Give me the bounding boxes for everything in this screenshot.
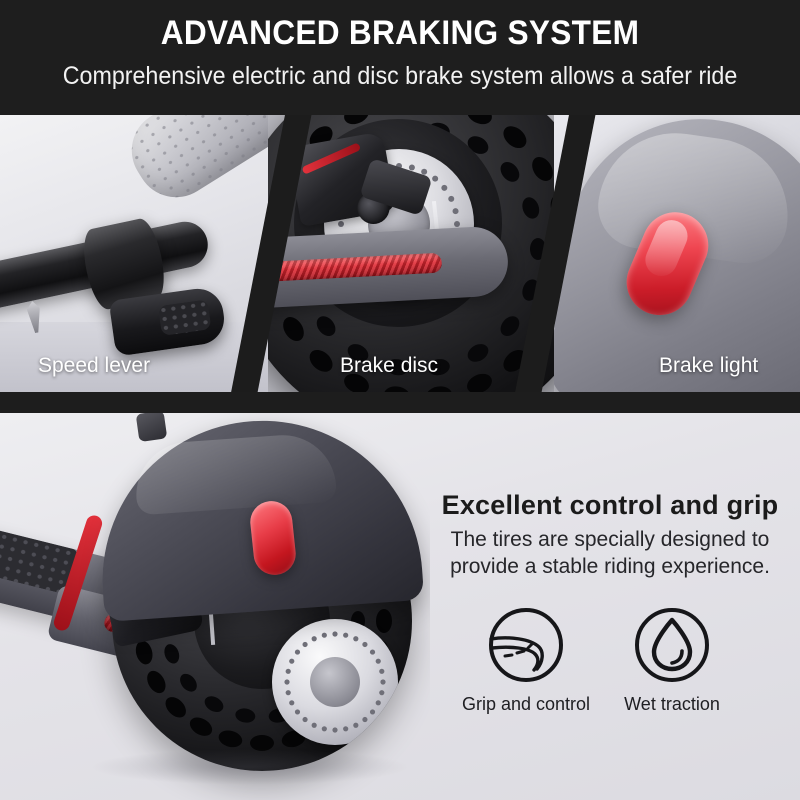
feature-wet-traction: Wet traction: [592, 606, 752, 715]
brake-light-highlight: [640, 215, 693, 282]
water-droplet-icon: [635, 608, 709, 682]
panel-label-speed-lever: Speed lever: [38, 354, 151, 377]
panel-brake-light: Brake light: [554, 115, 800, 392]
thumb-pad-icon: [157, 299, 212, 336]
lower-section: [0, 413, 800, 800]
grip-body-text: The tires are specially designed to prov…: [450, 528, 770, 578]
page-subtitle: Comprehensive electric and disc brake sy…: [62, 62, 738, 90]
fender-highlight: [132, 431, 338, 516]
panel-brake-disc: Brake disc: [268, 115, 554, 392]
section-separator: [0, 392, 800, 413]
ground-shadow: [90, 749, 410, 785]
panel-label-brake-disc: Brake disc: [340, 354, 439, 377]
panel-speed-lever: Speed lever: [0, 115, 268, 392]
header-banner: ADVANCED BRAKING SYSTEM Comprehensive el…: [0, 0, 800, 115]
winding-road-icon: [489, 608, 563, 682]
feature-grip-and-control: Grip and control: [446, 606, 606, 715]
disc-perforations: [272, 619, 398, 745]
brake-cable-icon: [301, 142, 362, 175]
disc-hub-icon: [310, 657, 360, 707]
fender-mount-icon: [135, 413, 168, 443]
grip-heading: Excellent control and grip: [441, 490, 779, 520]
page-title: ADVANCED BRAKING SYSTEM: [160, 14, 640, 52]
rear-brake-disc-icon: [272, 619, 398, 745]
feature-panel-strip: Speed lever Brake disc: [0, 115, 800, 392]
panel-label-brake-light: Brake light: [659, 354, 759, 377]
red-reflector-strip-icon: [268, 252, 443, 285]
scooter-photo: [0, 413, 430, 800]
feature-label: Wet traction: [624, 694, 720, 714]
feature-label: Grip and control: [461, 694, 591, 714]
